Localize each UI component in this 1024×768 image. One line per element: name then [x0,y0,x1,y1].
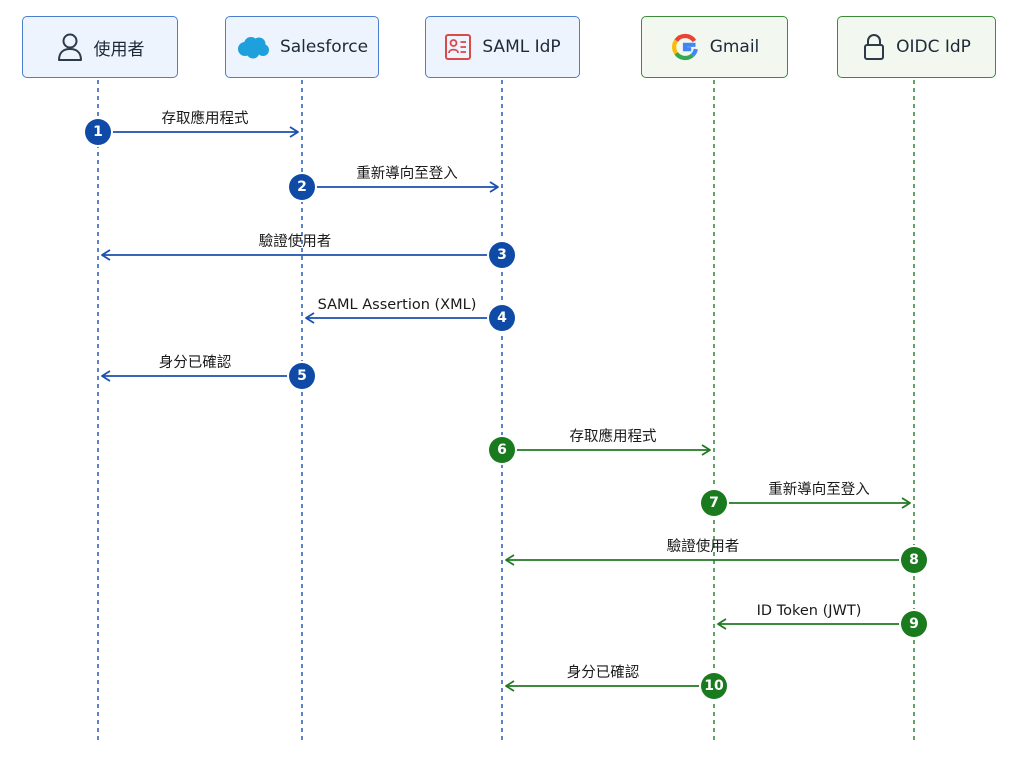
arrow-head [101,249,111,261]
step-badge: 6 [489,437,515,463]
arrow-head [505,554,515,566]
message-label: 驗證使用者 [258,234,332,250]
arrow-head [305,312,315,324]
actor-label: SAML IdP [482,37,561,57]
message-label: 重新導向至登入 [768,482,870,498]
message-label: 重新導向至登入 [356,166,458,182]
message-label: 身分已確認 [566,665,640,681]
actor-label: 使用者 [93,39,145,60]
arrow-head [289,126,299,138]
arrow-head [489,181,499,193]
arrow-head [101,370,111,382]
message-label: SAML Assertion (XML) [317,297,477,313]
message-label: 存取應用程式 [161,111,249,127]
arrow-head [701,444,711,456]
arrow-head [505,680,515,692]
actor-saml-idp: SAML IdP [425,16,580,78]
actor-oidc-idp: OIDC IdP [837,16,996,78]
google-g-icon [670,32,700,62]
actor-salesforce: Salesforce [225,16,379,78]
step-badge: 2 [289,174,315,200]
message-label: 存取應用程式 [569,429,657,445]
actor-gmail: Gmail [641,16,788,78]
message-label: ID Token (JWT) [756,603,862,619]
actor-label: Salesforce [279,37,369,57]
message-label: 驗證使用者 [666,539,740,555]
step-badge: 10 [701,673,727,699]
arrow-head [717,618,727,630]
actor-user: 使用者 [22,16,178,78]
actor-label: Gmail [709,37,760,57]
actor-label: OIDC IdP [896,37,971,57]
arrow-head [901,497,911,509]
step-badge: 7 [701,490,727,516]
step-badge: 5 [289,363,315,389]
lock-icon [862,33,886,61]
step-badge: 8 [901,547,927,573]
salesforce-cloud-icon [236,35,270,59]
user-icon [56,32,84,62]
step-badge: 3 [489,242,515,268]
step-badge: 1 [85,119,111,145]
id-card-icon [444,33,472,61]
step-badge: 4 [489,305,515,331]
step-badge: 9 [901,611,927,637]
message-label: 身分已確認 [158,355,232,371]
